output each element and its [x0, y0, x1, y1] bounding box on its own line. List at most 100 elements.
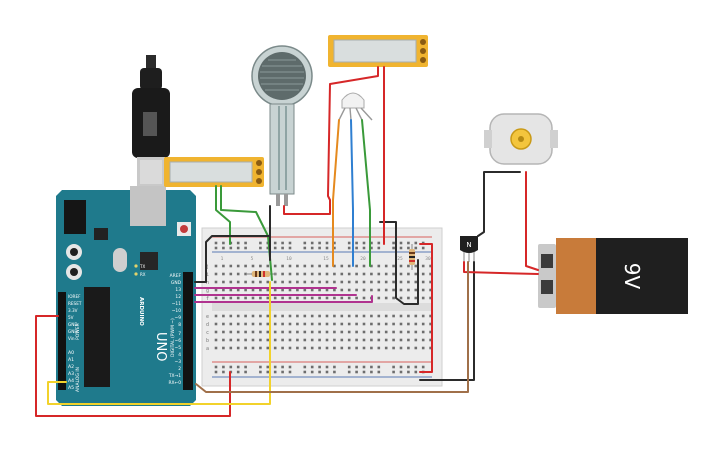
breadboard-hole	[296, 338, 299, 342]
breadboard-hole	[362, 322, 366, 326]
breadboard-hole	[236, 280, 240, 284]
breadboard-hole	[229, 346, 233, 350]
breadboard-hole	[236, 346, 240, 350]
pin-label: 2	[178, 366, 181, 372]
breadboard-hole	[340, 272, 344, 276]
pin-label: GND	[68, 329, 78, 334]
breadboard-hole	[384, 264, 388, 268]
breadboard-hole	[266, 246, 270, 250]
breadboard-hole	[355, 280, 358, 284]
breadboard-hole	[222, 296, 225, 300]
breadboard-hole	[303, 296, 307, 300]
breadboard-hole	[355, 314, 358, 318]
breadboard-hole	[370, 246, 373, 250]
breadboard-hole	[222, 280, 225, 284]
lcd-screen	[169, 161, 253, 183]
breadboard-hole	[370, 288, 373, 292]
breadboard-hole	[259, 288, 262, 292]
breadboard-hole	[325, 314, 329, 318]
wire-orange	[332, 119, 340, 267]
breadboard-hole	[421, 288, 425, 292]
breadboard-hole	[347, 322, 351, 326]
breadboard-hole	[421, 330, 425, 334]
breadboard-hole	[273, 241, 277, 245]
wire-blue	[350, 119, 354, 267]
pin-label: GND	[68, 322, 78, 327]
breadboard-hole	[325, 370, 329, 374]
breadboard-hole	[377, 346, 381, 350]
wire-black	[477, 171, 521, 237]
breadboard-hole	[251, 280, 255, 284]
breadboard-hole	[288, 322, 292, 326]
pin-label: ~5	[175, 345, 182, 351]
pin-label: A1	[68, 357, 74, 363]
breadboard-hole	[259, 241, 262, 245]
breadboard-hole	[236, 338, 240, 342]
breadboard-hole	[229, 338, 233, 342]
breadboard-hole	[414, 370, 418, 374]
breadboard-hole	[362, 241, 366, 245]
breadboard-hole	[429, 338, 432, 342]
wire-black	[194, 235, 271, 283]
breadboard-hole	[214, 246, 218, 250]
breadboard-hole	[310, 241, 314, 245]
breadboard-hole	[347, 288, 351, 292]
force-sensor	[251, 45, 313, 206]
breadboard-hole	[303, 330, 307, 334]
breadboard-hole	[333, 296, 336, 300]
breadboard: j i h g f e d c b a 1 5 10 15 20 25 30	[201, 227, 443, 387]
breadboard-hole	[414, 322, 418, 326]
digital-label: DIGITAL (PWM ~)	[170, 318, 176, 357]
breadboard-hole	[259, 370, 262, 374]
breadboard-hole	[333, 272, 336, 276]
breadboard-hole	[347, 330, 351, 334]
breadboard-hole	[362, 246, 366, 250]
breadboard-hole	[310, 272, 314, 276]
breadboard-hole	[214, 365, 218, 369]
pin-label: GND	[171, 280, 182, 286]
breadboard-hole	[222, 288, 225, 292]
breadboard-hole	[222, 314, 225, 318]
breadboard-hole	[392, 280, 395, 284]
column-label: 10	[286, 256, 292, 262]
breadboard-hole	[310, 365, 314, 369]
breadboard-hole	[370, 264, 373, 268]
column-label: 15	[323, 256, 329, 262]
breadboard-hole	[325, 296, 329, 300]
pin-label: IOREF	[68, 294, 81, 299]
breadboard-hole	[229, 272, 233, 276]
breadboard-hole	[296, 346, 299, 350]
breadboard-hole	[222, 264, 225, 268]
breadboard-hole	[222, 365, 225, 369]
pin-label: RESET	[68, 301, 82, 306]
breadboard-hole	[229, 288, 233, 292]
breadboard-hole	[288, 370, 292, 374]
breadboard-hole	[236, 314, 240, 318]
breadboard-hole	[229, 280, 233, 284]
breadboard-hole	[222, 370, 225, 374]
breadboard-hole	[414, 314, 418, 318]
breadboard-hole	[236, 264, 240, 268]
breadboard-hole	[333, 314, 336, 318]
breadboard-hole	[266, 280, 270, 284]
breadboard-hole	[407, 338, 410, 342]
analog-label: ANALOG IN	[75, 367, 81, 392]
breadboard-hole	[407, 280, 410, 284]
breadboard-hole	[421, 314, 425, 318]
breadboard-hole	[236, 365, 240, 369]
breadboard-hole	[377, 241, 381, 245]
breadboard-hole	[318, 322, 321, 326]
breadboard-hole	[310, 346, 314, 350]
breadboard-hole	[370, 330, 373, 334]
breadboard-hole	[392, 296, 395, 300]
breadboard-hole	[288, 338, 292, 342]
breadboard-hole	[259, 296, 262, 300]
breadboard-hole	[273, 338, 277, 342]
breadboard-hole	[281, 322, 284, 326]
breadboard-hole	[318, 296, 321, 300]
breadboard-hole	[281, 370, 284, 374]
breadboard-hole	[266, 338, 270, 342]
breadboard-hole	[377, 272, 381, 276]
breadboard-hole	[362, 288, 366, 292]
breadboard-hole	[281, 365, 284, 369]
